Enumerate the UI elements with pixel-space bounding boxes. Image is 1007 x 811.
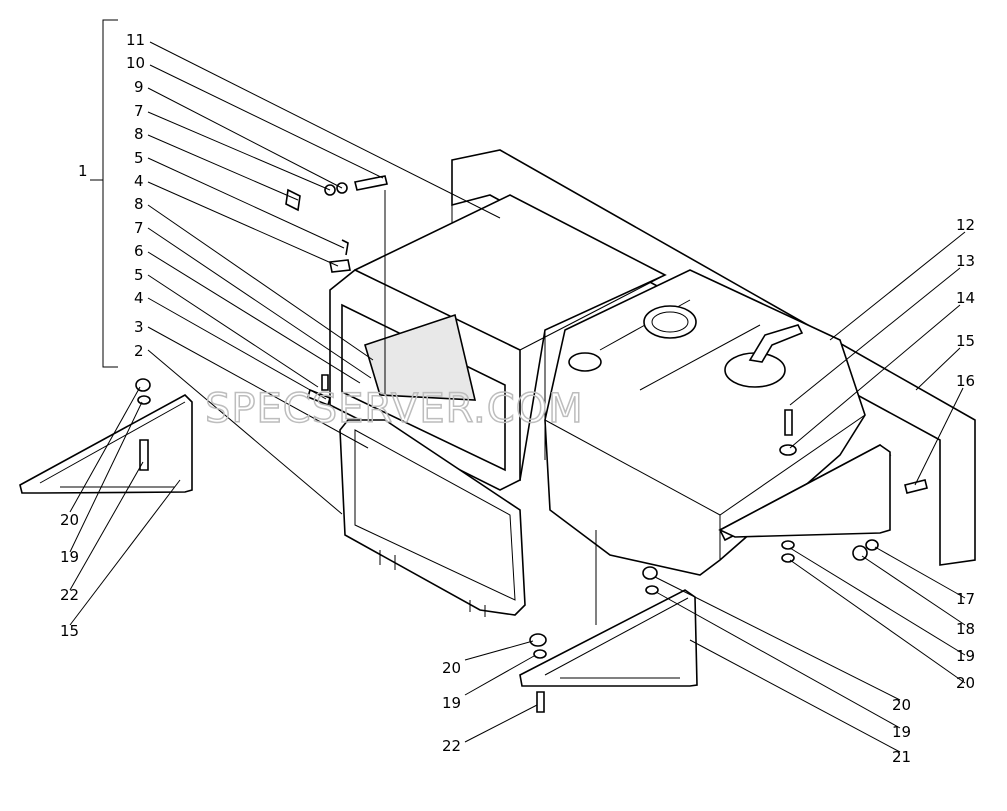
label-14: 14 <box>956 289 975 307</box>
label-22: 22 <box>60 586 79 604</box>
label-2: 2 <box>134 342 144 360</box>
label-4: 4 <box>134 289 144 307</box>
battery-box <box>329 194 667 491</box>
label-17: 17 <box>956 590 975 608</box>
label-12: 12 <box>956 216 975 234</box>
label-15: 15 <box>956 332 975 350</box>
label-19: 19 <box>892 723 911 741</box>
label-20: 20 <box>892 696 911 714</box>
label-13: 13 <box>956 252 975 270</box>
part-labels: 11 10 9 7 8 5 4 8 7 6 5 4 3 2 1 12 13 14… <box>60 31 975 766</box>
watermark: SPECSERVER.COM <box>205 386 584 432</box>
label-22: 22 <box>442 737 461 755</box>
left-bracket <box>19 394 193 494</box>
label-16: 16 <box>956 372 975 390</box>
battery-box-lid <box>339 419 526 617</box>
label-15: 15 <box>60 622 79 640</box>
label-20: 20 <box>956 674 975 692</box>
label-10: 10 <box>126 54 145 72</box>
label-8: 8 <box>134 125 144 143</box>
label-7: 7 <box>134 102 144 120</box>
label-20: 20 <box>442 659 461 677</box>
label-21: 21 <box>892 748 911 766</box>
label-7: 7 <box>134 219 144 237</box>
label-19: 19 <box>60 548 79 566</box>
label-20: 20 <box>60 511 79 529</box>
label-18: 18 <box>956 620 975 638</box>
label-19: 19 <box>442 694 461 712</box>
label-8: 8 <box>134 195 144 213</box>
right-bracket <box>718 444 891 538</box>
label-5: 5 <box>134 266 144 284</box>
leader-lines <box>69 41 966 753</box>
label-19: 19 <box>956 647 975 665</box>
label-4: 4 <box>134 172 144 190</box>
bottom-bracket <box>519 589 698 687</box>
label-11: 11 <box>126 31 145 49</box>
fasteners <box>135 175 928 713</box>
label-1: 1 <box>78 162 88 180</box>
label-5: 5 <box>134 149 144 167</box>
label-6: 6 <box>134 242 144 260</box>
assembly-bracket-1 <box>90 19 118 368</box>
label-3: 3 <box>134 318 144 336</box>
label-9: 9 <box>134 78 144 96</box>
